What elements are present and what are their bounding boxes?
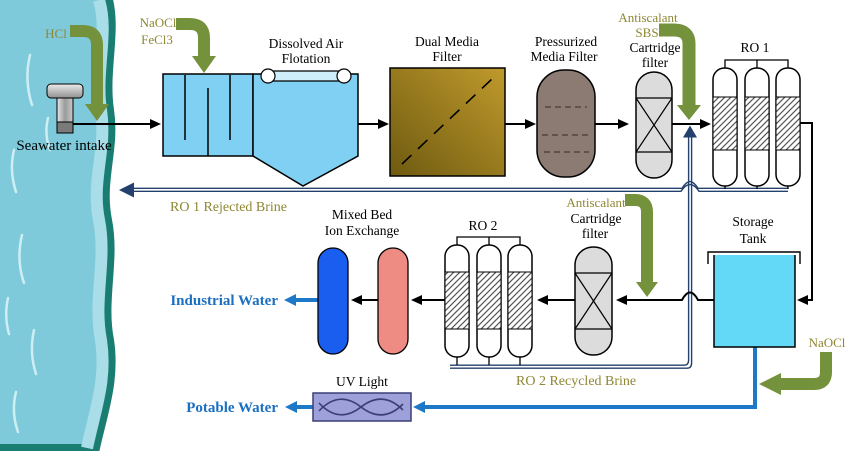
dual-media-filter-unit: Dual Media Filter bbox=[389, 34, 506, 177]
pmf-media-lines bbox=[542, 106, 590, 153]
chemical-arrows bbox=[70, 18, 832, 395]
storage-water bbox=[714, 255, 795, 347]
dmf-label-1: Dual Media bbox=[415, 34, 479, 49]
daf-skimmer-roller-left bbox=[260, 68, 276, 84]
pmf-label-1: Pressurized bbox=[535, 34, 597, 49]
pmf-label-2: Media Filter bbox=[530, 49, 598, 64]
ro1-brine-arrowhead bbox=[119, 182, 134, 198]
ro1-rejected-brine-line bbox=[130, 180, 788, 192]
ro1-unit: RO 1 bbox=[712, 40, 801, 189]
uv-lamp-coil bbox=[318, 398, 404, 416]
cartridge-filter-2-unit: Antiscalant Cartridge filter bbox=[566, 195, 626, 356]
ro1-header bbox=[724, 59, 789, 68]
product-water-lines bbox=[296, 298, 757, 409]
ro2-recycled-brine-line bbox=[450, 137, 693, 369]
storage-label-1: Storage bbox=[732, 214, 773, 229]
pressurized-media-filter-unit: Pressurized Media Filter bbox=[530, 34, 598, 178]
floc-baffles bbox=[184, 75, 231, 156]
storage-tank-unit: Storage Tank bbox=[707, 214, 801, 348]
uv-light-unit: UV Light bbox=[312, 374, 412, 422]
cartridge1-element bbox=[635, 97, 673, 153]
dmf-label-2: Filter bbox=[432, 49, 462, 64]
ro2-brine-up-arrowhead bbox=[683, 125, 697, 138]
flow-arrowheads bbox=[150, 119, 808, 305]
ro2-header bbox=[456, 236, 521, 245]
hcl-arrow bbox=[70, 25, 109, 121]
flow-lines bbox=[73, 122, 813, 301]
sea-wave-streaks bbox=[5, 53, 52, 434]
ro2-bottom-stubs bbox=[456, 357, 521, 365]
daf-unit: Dissolved Air Flotation bbox=[162, 36, 359, 187]
daf-skimmer-bar bbox=[262, 70, 350, 82]
fecl3-label: FeCl3 bbox=[141, 32, 173, 47]
mixed-bed-label-1: Mixed Bed bbox=[332, 207, 393, 222]
uv-label: UV Light bbox=[336, 374, 388, 389]
ro2-label: RO 2 bbox=[469, 218, 498, 233]
sea-body bbox=[0, 0, 116, 451]
ro2-unit: RO 2 bbox=[444, 218, 533, 365]
potable-water-label: Potable Water bbox=[186, 400, 278, 416]
storage-walls bbox=[713, 255, 796, 348]
cartridge1-label-2: filter bbox=[642, 55, 669, 70]
intake-bolt-tip bbox=[56, 121, 74, 134]
naocl-post-label: NaOCl bbox=[809, 335, 846, 350]
daf-label-2: Flotation bbox=[282, 51, 331, 66]
cartridge-filter-1-unit: Antiscalant SBS Cartridge filter bbox=[618, 10, 681, 179]
naocl-fecl3-arrow bbox=[176, 18, 216, 73]
mixed-bed-anion-vessel bbox=[317, 247, 349, 355]
cartridge2-element bbox=[574, 272, 613, 330]
naocl-label: NaOCl bbox=[140, 15, 177, 30]
daf-skimmer-roller-right bbox=[336, 68, 352, 84]
mixed-bed-unit: Mixed Bed Ion Exchange bbox=[317, 207, 409, 355]
product-water-arrowheads bbox=[284, 294, 425, 413]
cartridge2-label-1: Cartridge bbox=[571, 211, 622, 226]
ro2-vessels bbox=[444, 244, 533, 358]
ro1-vessels bbox=[712, 67, 801, 187]
cartridge1-label-1: Cartridge bbox=[630, 40, 681, 55]
storage-bracket bbox=[707, 251, 801, 264]
ro1-rejected-brine-label: RO 1 Rejected Brine bbox=[170, 200, 287, 215]
antiscalant-2-arrow bbox=[625, 194, 658, 297]
ro2-recycled-brine-label: RO 2 Recycled Brine bbox=[516, 374, 636, 389]
naocl-post-arrow bbox=[759, 352, 832, 395]
intake-label: Seawater intake bbox=[16, 138, 112, 154]
antiscalant-sbs-label-1: Antiscalant bbox=[618, 10, 678, 25]
seawater-intake-unit: Seawater intake bbox=[16, 83, 112, 154]
antiscalant2-label: Antiscalant bbox=[566, 195, 626, 210]
industrial-water-label: Industrial Water bbox=[170, 293, 278, 309]
intake-bolt-shaft bbox=[56, 97, 74, 123]
ro1-label: RO 1 bbox=[741, 40, 770, 55]
antiscalant-sbs-arrow bbox=[659, 23, 701, 120]
mixed-bed-cation-vessel bbox=[377, 247, 409, 355]
hcl-label: HCl bbox=[45, 26, 67, 41]
daf-label-1: Dissolved Air bbox=[269, 36, 344, 51]
pmf-body bbox=[536, 69, 596, 178]
antiscalant-sbs-label-2: SBS bbox=[635, 25, 658, 40]
daf-tank bbox=[252, 73, 359, 187]
storage-label-2: Tank bbox=[740, 231, 767, 246]
sea bbox=[0, 0, 116, 451]
cartridge2-label-2: filter bbox=[582, 226, 609, 241]
mixed-bed-label-2: Ion Exchange bbox=[325, 223, 400, 238]
intake-bolt-cap bbox=[46, 83, 84, 99]
